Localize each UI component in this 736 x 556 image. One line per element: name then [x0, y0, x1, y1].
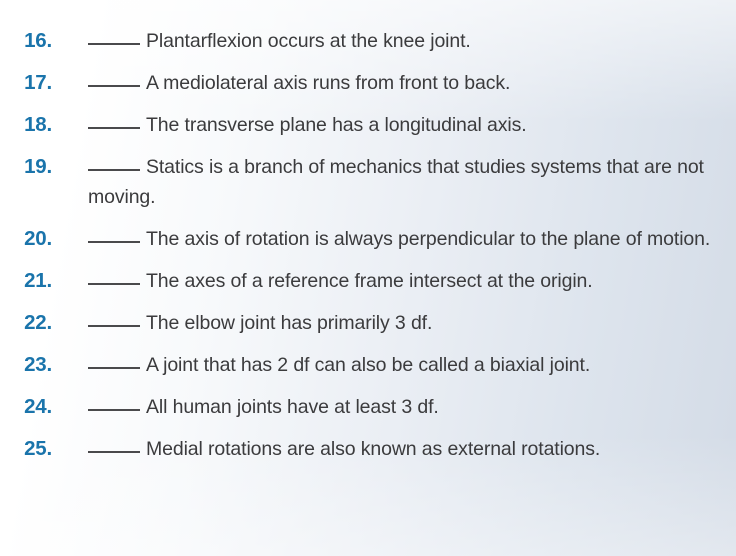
- item-number: 24.: [24, 395, 52, 418]
- answer-blank-input[interactable]: [88, 409, 140, 411]
- answer-blank-input[interactable]: [88, 241, 140, 243]
- item-number: 25.: [24, 437, 52, 460]
- item-body: All human joints have at least 3 df.: [52, 392, 736, 422]
- item-number: 16.: [24, 29, 52, 52]
- item-statement: The axis of rotation is always perpendic…: [146, 228, 711, 250]
- list-item: 23. A joint that has 2 df can also be ca…: [0, 350, 736, 380]
- item-body: The transverse plane has a longitudinal …: [52, 110, 736, 140]
- list-item: 17. A mediolateral axis runs from front …: [0, 68, 736, 98]
- answer-blank-input[interactable]: [88, 367, 140, 369]
- answer-blank-input[interactable]: [88, 283, 140, 285]
- answer-blank-input[interactable]: [88, 127, 140, 129]
- item-statement: Statics is a branch of mechanics that st…: [88, 156, 704, 208]
- item-statement: The axes of a reference frame intersect …: [146, 270, 593, 292]
- item-number: 23.: [24, 353, 52, 376]
- quiz-item-list: 16. Plantarflexion occurs at the knee jo…: [0, 26, 736, 464]
- answer-blank-input[interactable]: [88, 85, 140, 87]
- item-statement: Medial rotations are also known as exter…: [146, 438, 601, 460]
- item-number: 17.: [24, 71, 52, 94]
- answer-blank-input[interactable]: [88, 451, 140, 453]
- item-statement: A joint that has 2 df can also be called…: [146, 354, 591, 376]
- item-number: 21.: [24, 269, 52, 292]
- item-statement: Plantarflexion occurs at the knee joint.: [146, 30, 471, 52]
- item-statement: The transverse plane has a longitudinal …: [146, 114, 527, 136]
- item-body: Plantarflexion occurs at the knee joint.: [52, 26, 736, 56]
- list-item: 24. All human joints have at least 3 df.: [0, 392, 736, 422]
- answer-blank-input[interactable]: [88, 325, 140, 327]
- item-body: The axis of rotation is always perpendic…: [52, 224, 736, 254]
- answer-blank-input[interactable]: [88, 43, 140, 45]
- item-body: A joint that has 2 df can also be called…: [52, 350, 736, 380]
- list-item: 20. The axis of rotation is always perpe…: [0, 224, 736, 254]
- item-body: Statics is a branch of mechanics that st…: [52, 152, 736, 212]
- item-statement: A mediolateral axis runs from front to b…: [146, 72, 511, 94]
- item-body: The axes of a reference frame intersect …: [52, 266, 736, 296]
- item-number: 18.: [24, 113, 52, 136]
- answer-blank-input[interactable]: [88, 169, 140, 171]
- item-number: 20.: [24, 227, 52, 250]
- list-item: 25. Medial rotations are also known as e…: [0, 434, 736, 464]
- list-item: 18. The transverse plane has a longitudi…: [0, 110, 736, 140]
- item-number: 19.: [24, 155, 52, 178]
- list-item: 19. Statics is a branch of mechanics tha…: [0, 152, 736, 212]
- item-body: A mediolateral axis runs from front to b…: [52, 68, 736, 98]
- item-statement: All human joints have at least 3 df.: [146, 396, 439, 418]
- item-body: Medial rotations are also known as exter…: [52, 434, 736, 464]
- list-item: 22. The elbow joint has primarily 3 df.: [0, 308, 736, 338]
- item-number: 22.: [24, 311, 52, 334]
- list-item: 16. Plantarflexion occurs at the knee jo…: [0, 26, 736, 56]
- item-body: The elbow joint has primarily 3 df.: [52, 308, 736, 338]
- item-statement: The elbow joint has primarily 3 df.: [146, 312, 433, 334]
- list-item: 21. The axes of a reference frame inters…: [0, 266, 736, 296]
